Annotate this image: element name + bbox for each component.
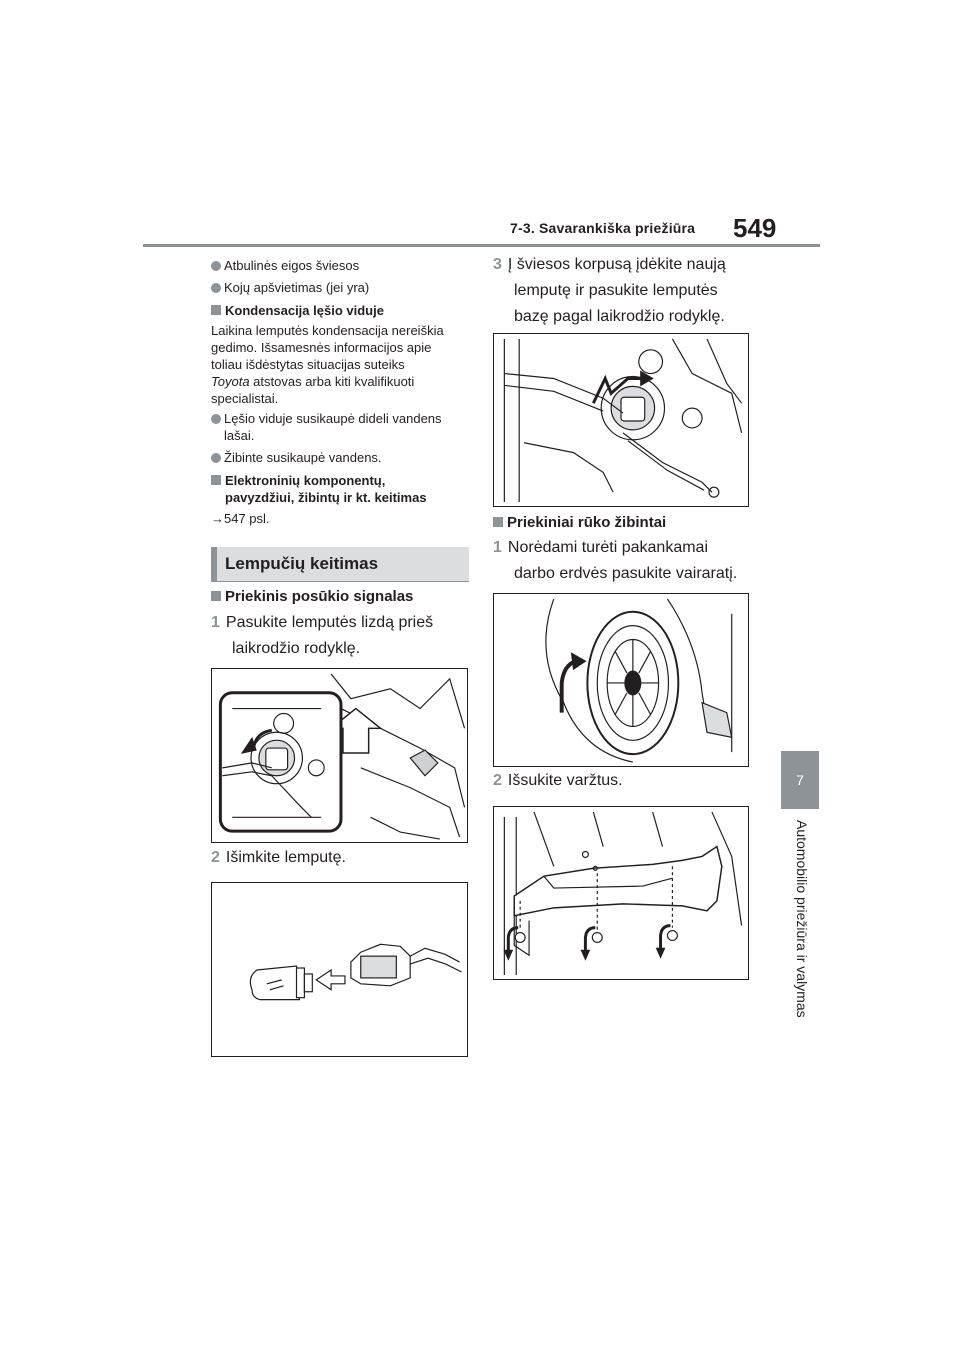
header-divider bbox=[143, 244, 820, 247]
square-bullet-icon bbox=[493, 517, 503, 527]
figure-bulb-removal bbox=[211, 882, 468, 1057]
bullet-icon bbox=[211, 453, 221, 463]
figure-wheel-turned bbox=[493, 593, 749, 767]
subheading-turn-signal: Priekinis posūkio signalas bbox=[211, 588, 413, 605]
bullet-item: Lęšio viduje susikaupė dideli vandens la… bbox=[211, 410, 442, 444]
subheading-condensation: Kondensacija lęšio viduje bbox=[211, 302, 384, 319]
bullet-icon bbox=[211, 261, 221, 271]
subheading-electronics: Elektroninių komponentų, pavyzdžiui, žib… bbox=[211, 472, 427, 506]
brand-name: Toyota bbox=[211, 374, 250, 389]
bulb-removal-illustration bbox=[249, 943, 462, 1001]
screw-removal-illustration bbox=[503, 811, 743, 976]
chapter-tab: 7 bbox=[781, 751, 819, 809]
figure-bulb-insert bbox=[493, 333, 749, 507]
page-reference: →547 psl. bbox=[211, 511, 270, 526]
bullet-item: Atbulinės eigos šviesos bbox=[211, 257, 359, 274]
bullet-item: Žibinte susikaupė vandens. bbox=[211, 449, 382, 466]
section-title: Lempučių keitimas bbox=[211, 547, 469, 581]
condensation-paragraph: Laikina lemputės kondensacija nereiškia … bbox=[211, 323, 444, 406]
bullet-icon bbox=[211, 283, 221, 293]
wheel-illustration bbox=[545, 598, 733, 763]
headlamp-socket-illustration bbox=[218, 673, 466, 840]
square-bullet-icon bbox=[211, 475, 221, 485]
running-header: 7-3. Savarankiška priežiūra bbox=[510, 220, 696, 236]
chapter-label: Automobilio priežiūra ir valymas bbox=[794, 820, 810, 1018]
section-divider bbox=[211, 581, 469, 582]
bullet-item: Kojų apšvietimas (jei yra) bbox=[211, 279, 369, 296]
bullet-icon bbox=[211, 414, 221, 424]
bulb-insert-illustration bbox=[503, 338, 743, 503]
figure-screw-removal bbox=[493, 806, 749, 980]
figure-socket-removal bbox=[211, 668, 468, 843]
subheading-fog-lights: Priekiniai rūko žibintai bbox=[493, 514, 666, 531]
square-bullet-icon bbox=[211, 591, 221, 601]
page-number: 549 bbox=[733, 213, 777, 243]
square-bullet-icon bbox=[211, 305, 221, 315]
